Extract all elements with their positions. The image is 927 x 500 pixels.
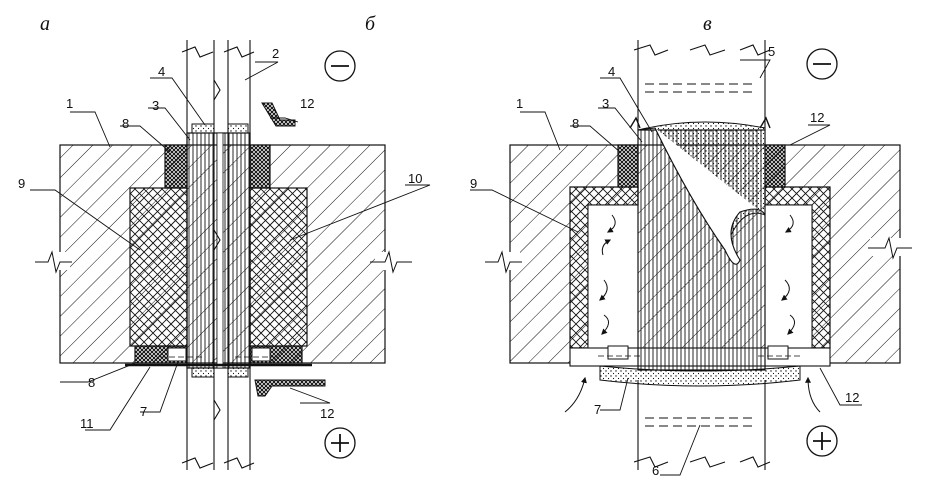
- label-4-left: 4: [158, 64, 165, 79]
- leaders-left: [30, 61, 431, 431]
- label-12-right-top: 12: [810, 110, 824, 125]
- label-12-left-top: 12: [300, 96, 314, 111]
- figure-right: [470, 40, 915, 476]
- plug-bottom-left: [191, 367, 215, 378]
- rods-dashed: [645, 83, 755, 427]
- label-8-left-bottom: 8: [88, 375, 95, 390]
- label-9-right: 9: [470, 176, 477, 191]
- label-11: 11: [80, 416, 94, 431]
- wedge-left: [167, 347, 187, 362]
- label-3-left: 3: [152, 98, 159, 113]
- seal-top-right: [249, 144, 271, 189]
- leaders-right: [470, 59, 862, 476]
- label-6: 6: [652, 463, 659, 478]
- label-12-right-bottom: 12: [845, 390, 859, 405]
- label-4-right: 4: [608, 64, 615, 79]
- angle-bottom: [254, 379, 326, 397]
- panel-label-a: а: [40, 13, 50, 35]
- plug-top-right: [227, 123, 249, 134]
- label-7-left: 7: [140, 404, 147, 419]
- label-8-right: 8: [572, 116, 579, 131]
- label-10: 10: [408, 171, 422, 186]
- label-1-right: 1: [516, 96, 523, 111]
- seal-right-top-left: [617, 144, 639, 188]
- label-12-left-bottom: 12: [320, 406, 334, 421]
- peeled-sheet: [654, 127, 766, 265]
- label-8-left-top: 8: [122, 116, 129, 131]
- plug-top-left: [191, 123, 215, 134]
- insulation-block-right: [249, 187, 308, 347]
- angle-top: [261, 102, 296, 127]
- seal-right-top-right: [764, 144, 786, 188]
- seal-top-left: [164, 144, 188, 189]
- label-9-left: 9: [18, 176, 25, 191]
- label-1-left: 1: [66, 96, 73, 111]
- label-7-right: 7: [594, 402, 601, 417]
- figure-left: [30, 40, 431, 470]
- panel-label-c: в: [703, 13, 712, 35]
- plug-bottom-right: [227, 367, 249, 378]
- label-5: 5: [768, 44, 775, 59]
- pipe-right: [633, 40, 771, 470]
- label-2: 2: [272, 46, 279, 61]
- panel-label-b: б: [365, 13, 376, 35]
- label-3-right: 3: [602, 96, 609, 111]
- pipe-left: [181, 40, 255, 470]
- plug-bottom-right: [599, 365, 801, 387]
- insulation-block-left: [129, 187, 188, 347]
- wedge-right: [251, 347, 271, 362]
- airflow-arrows: [564, 214, 821, 413]
